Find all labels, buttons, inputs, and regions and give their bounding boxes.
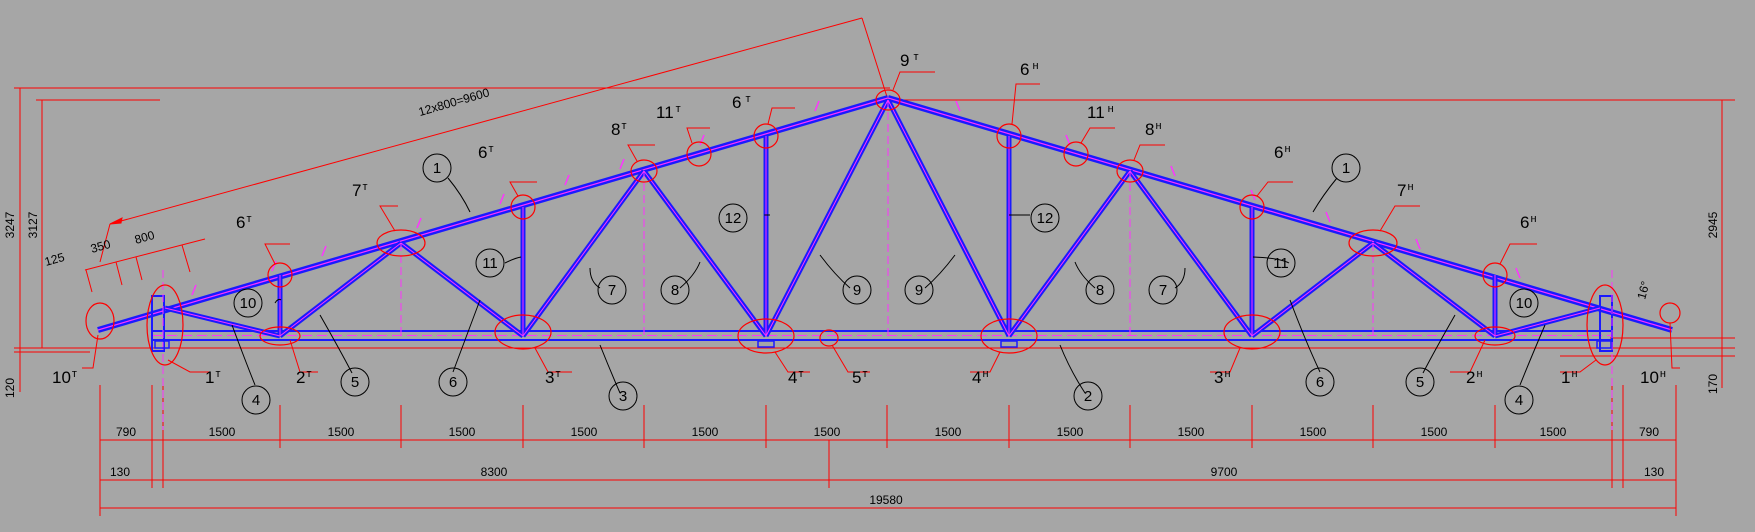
node-7h: 7н: [1397, 181, 1414, 200]
right-130-dim: 130: [1644, 465, 1664, 479]
panel-6: 1500: [814, 425, 841, 439]
node-2t: 2т: [296, 368, 312, 387]
node-1h: 1н: [1561, 368, 1578, 387]
member-leaders: [231, 177, 1546, 394]
height-3127-dim: 3127: [26, 211, 40, 238]
span-790-left: 790: [116, 425, 136, 439]
right-9700-dim: 9700: [1211, 465, 1238, 479]
slope-350-dim: 350: [89, 237, 112, 256]
member-1-right: 1: [1342, 160, 1350, 177]
panel-1: 1500: [209, 425, 236, 439]
left-8300-dim: 8300: [481, 465, 508, 479]
node-3h: 3н: [1214, 368, 1231, 387]
member-11-left: 11: [482, 255, 498, 272]
member-10-left: 10: [240, 295, 257, 312]
member-4-right: 4: [1515, 392, 1523, 409]
panel-9: 1500: [1178, 425, 1205, 439]
callout-circles: [85, 89, 1681, 366]
bottom-120-dim: 120: [3, 378, 17, 398]
member-8-left: 8: [671, 282, 679, 299]
node-1t: 1т: [205, 368, 221, 387]
member-12-right: 12: [1037, 210, 1054, 227]
member-9-right: 9: [915, 282, 923, 299]
member-5-left: 5: [351, 374, 359, 391]
panel-3: 1500: [449, 425, 476, 439]
member-5-right: 5: [1416, 374, 1424, 391]
node-6t-low: 6т: [236, 213, 252, 232]
truss-members: [97, 95, 1673, 430]
node-8t: 8т: [611, 120, 627, 139]
panel-7: 1500: [935, 425, 962, 439]
bottom-170-dim: 170: [1706, 374, 1720, 394]
member-11-right: 11: [1273, 255, 1289, 272]
panel-8: 1500: [1057, 425, 1084, 439]
span-790-right: 790: [1639, 425, 1659, 439]
slope-125-dim: 125: [43, 250, 66, 269]
node-4h: 4н: [972, 368, 989, 387]
member-12-left: 12: [725, 210, 742, 227]
node-3t: 3т: [545, 368, 561, 387]
leader-lines: [82, 71, 1680, 373]
node-6h-mid: 6н: [1274, 143, 1291, 162]
panel-2: 1500: [328, 425, 355, 439]
member-1-left: 1: [433, 160, 441, 177]
height-3247-dim: 3247: [3, 211, 17, 238]
top-slope-dim: 12x800=9600: [417, 85, 491, 119]
total-span-dim: 19580: [869, 493, 903, 507]
panel-4: 1500: [571, 425, 598, 439]
node-8h: 8н: [1145, 120, 1162, 139]
member-6-right: 6: [1316, 374, 1324, 391]
member-9-left: 9: [853, 282, 861, 299]
node-5t: 5т: [852, 368, 868, 387]
angle-dim: 16°: [1634, 279, 1652, 300]
member-10-right: 10: [1516, 295, 1533, 312]
member-6-left: 6: [449, 374, 457, 391]
left-130-dim: 130: [110, 465, 130, 479]
panel-12: 1500: [1540, 425, 1567, 439]
node-2h: 2н: [1466, 368, 1483, 387]
panel-11: 1500: [1421, 425, 1448, 439]
panel-5: 1500: [692, 425, 719, 439]
node-10h: 10н: [1640, 368, 1666, 387]
node-4t: 4т: [788, 368, 804, 387]
node-6h-low: 6н: [1520, 213, 1537, 232]
member-7-right: 7: [1159, 282, 1167, 299]
panel-10: 1500: [1300, 425, 1327, 439]
member-3: 3: [619, 388, 627, 405]
member-4-left: 4: [252, 392, 260, 409]
member-7-left: 7: [608, 282, 616, 299]
node-6t-mid: 6т: [478, 143, 494, 162]
member-8-right: 8: [1096, 282, 1104, 299]
node-7t: 7т: [352, 181, 368, 200]
member-number-circles: [233, 153, 1539, 415]
height-2945-dim: 2945: [1706, 211, 1720, 238]
member-2: 2: [1084, 388, 1092, 405]
slope-800-dim: 800: [133, 228, 156, 247]
node-10t: 10т: [52, 368, 77, 387]
dimension-lines: [14, 17, 1735, 516]
